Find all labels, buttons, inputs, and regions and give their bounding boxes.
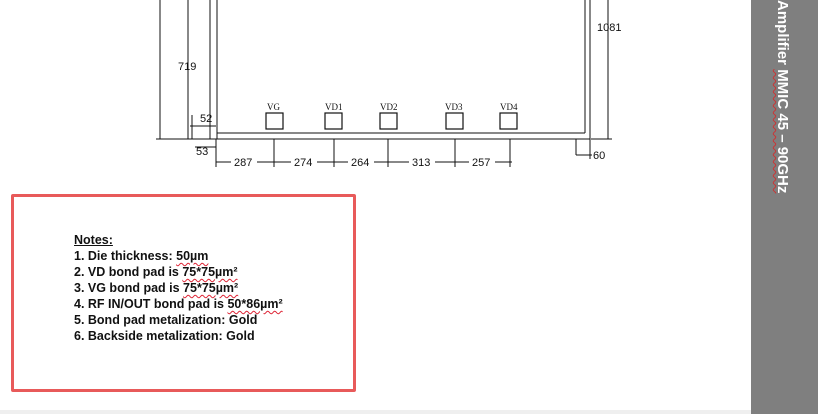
note-item: 5. Bond pad metalization: Gold: [74, 313, 258, 327]
note-item: 2. VD bond pad is 75*75µm²: [74, 265, 238, 279]
notes-block: Notes: 1. Die thickness: 50µm 2. VD bond…: [74, 232, 283, 344]
pad-label: VD3: [445, 102, 463, 112]
spacing-label: 274: [294, 157, 312, 169]
offset-label-top: 52: [200, 113, 212, 125]
notes-highlight-box: [11, 194, 356, 392]
offset-label-left: 53: [196, 146, 208, 158]
pad-label: VG: [267, 102, 280, 112]
bond-pad-labels: VG VD1 VD2 VD3 VD4: [267, 102, 518, 112]
height-label-left: 719: [178, 61, 196, 73]
spacing-label: 313: [412, 157, 430, 169]
pad-label: VD2: [380, 102, 398, 112]
bond-pad: [499, 112, 518, 130]
offset-label-right: 60: [593, 150, 605, 162]
side-title-text: Amplifier MMIC 45 – 90GHz: [774, 0, 791, 194]
side-title-banner: [751, 0, 818, 414]
pad-label: VD4: [500, 102, 518, 112]
spacing-label: 264: [351, 157, 369, 169]
right-dimension-lines: [575, 0, 612, 159]
spacing-labels: 287 274 264 313 257: [231, 156, 495, 169]
note-item: 4. RF IN/OUT bond pad is 50*86µm²: [74, 297, 283, 311]
height-label-right: 1081: [597, 22, 621, 34]
bond-pad: [324, 112, 343, 130]
page-bottom-edge: [0, 410, 751, 414]
left-dimension-lines: [156, 0, 217, 167]
die-drawing: VG VD1 VD2 VD3 VD4 287 274 264 313 257 7…: [156, 0, 621, 169]
notes-heading: Notes:: [74, 233, 113, 247]
pad-label: VD1: [325, 102, 343, 112]
note-item: 1. Die thickness: 50µm: [74, 249, 209, 263]
bond-pad: [379, 112, 398, 130]
bond-pads: [265, 112, 518, 130]
bond-pad: [445, 112, 464, 130]
spacing-label: 257: [472, 157, 490, 169]
bond-pad: [265, 112, 284, 130]
note-item: 3. VG bond pad is 75*75µm²: [74, 281, 239, 295]
spacing-label: 287: [234, 157, 252, 169]
note-item: 6. Backside metalization: Gold: [74, 329, 255, 343]
die-outline: [209, 0, 591, 140]
